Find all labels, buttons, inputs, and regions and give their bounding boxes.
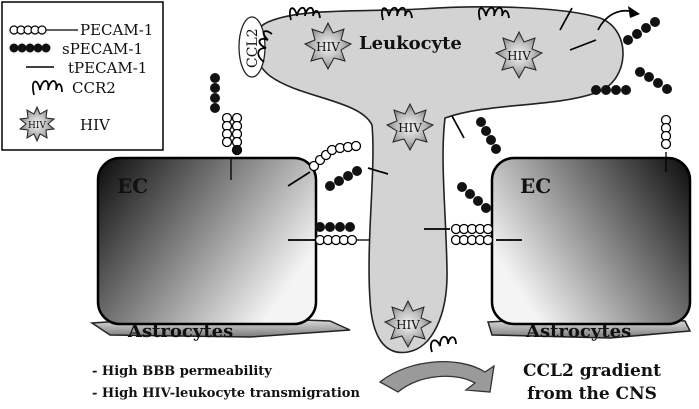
specam-cluster-1 [210,73,220,113]
hiv-virion-1: HIV [303,21,353,71]
ccr2-coil-1 [289,6,321,21]
specam-cluster-3 [635,67,672,94]
specam-dots-icon [9,43,51,53]
hiv-virion-2-label: HIV [507,49,531,63]
legend-specam-label: sPECAM-1 [62,40,143,58]
tpecam-line-5 [287,171,311,187]
specam-cluster-5 [476,117,501,154]
pecam-chain-right-junction [450,223,494,246]
tpecam-line-4 [367,167,389,175]
ccr2-coil-icon [32,80,63,96]
pecam-chains [221,112,672,246]
release-arrow-icon [597,6,640,31]
pecam-chain-left-junction [314,234,370,246]
astrocytes-left-label: Astrocytes [127,321,233,342]
note-transmigration: - High HIV-leukocyte transmigration [92,386,360,401]
gradient-label-line2: from the CNS [527,384,657,404]
pecam-chain-diagonal [308,140,362,172]
ccr2-coil-2 [381,6,413,21]
specam-cluster-8 [315,222,355,232]
hiv-virion-3: HIV [385,102,435,152]
specam-cluster-2 [623,17,660,45]
hiv-star-icon: HIV [18,105,56,143]
note-bbb-permeability: - High BBB permeability [92,364,272,379]
ccr2-coil-3 [478,6,510,21]
ccl2-label: CCL2 [245,28,261,68]
ccl2-gradient-arrow [378,361,495,393]
leukocyte-label: Leukocyte [359,33,462,54]
hiv-virion-1-label: HIV [316,40,340,54]
tpecam-line-1 [559,7,573,31]
pecam-chain-ec-left-top [221,112,243,180]
gradient-label-line1: CCL2 gradient [523,361,661,381]
specam-cluster-7 [457,182,491,213]
tpecam-line-3 [451,115,465,139]
pecam-chain-icon [9,25,78,35]
legend-ccr2-label: CCR2 [72,79,116,97]
legend-hiv-label: HIV [80,116,111,134]
hiv-virion-2: HIV [494,30,544,80]
hiv-virion-4-label: HIV [396,318,420,332]
pecam-tip-dark [231,144,243,156]
astrocytes-right-label: Astrocytes [525,321,631,342]
specam-cluster-4 [591,85,631,95]
ec-right: EC [490,156,692,326]
ec-left-label: EC [117,174,148,198]
ec-right-label: EC [520,174,551,198]
specam-clusters [210,17,672,232]
ccl2-molecule: CCL2 [238,16,266,78]
legend: PECAM-1 sPECAM-1 tPECAM-1 CCR2 HIV HIV [1,1,164,151]
ec-left: EC [96,156,318,326]
ccr2-coil-4 [257,30,273,63]
hiv-virion-4: HIV [383,299,433,349]
leukocyte-cell [252,6,624,354]
ccr2-coil-5 [430,335,457,353]
legend-hiv-star-text: HIV [28,121,46,131]
specam-cluster-6 [325,166,362,191]
pecam-chain-ec-right-top [660,114,672,172]
tpecam-line-2 [569,39,597,51]
tpecam-lines [287,7,597,241]
legend-tpecam-label: tPECAM-1 [68,59,147,77]
legend-pecam-label: PECAM-1 [80,21,153,39]
hiv-virion-3-label: HIV [398,121,422,135]
